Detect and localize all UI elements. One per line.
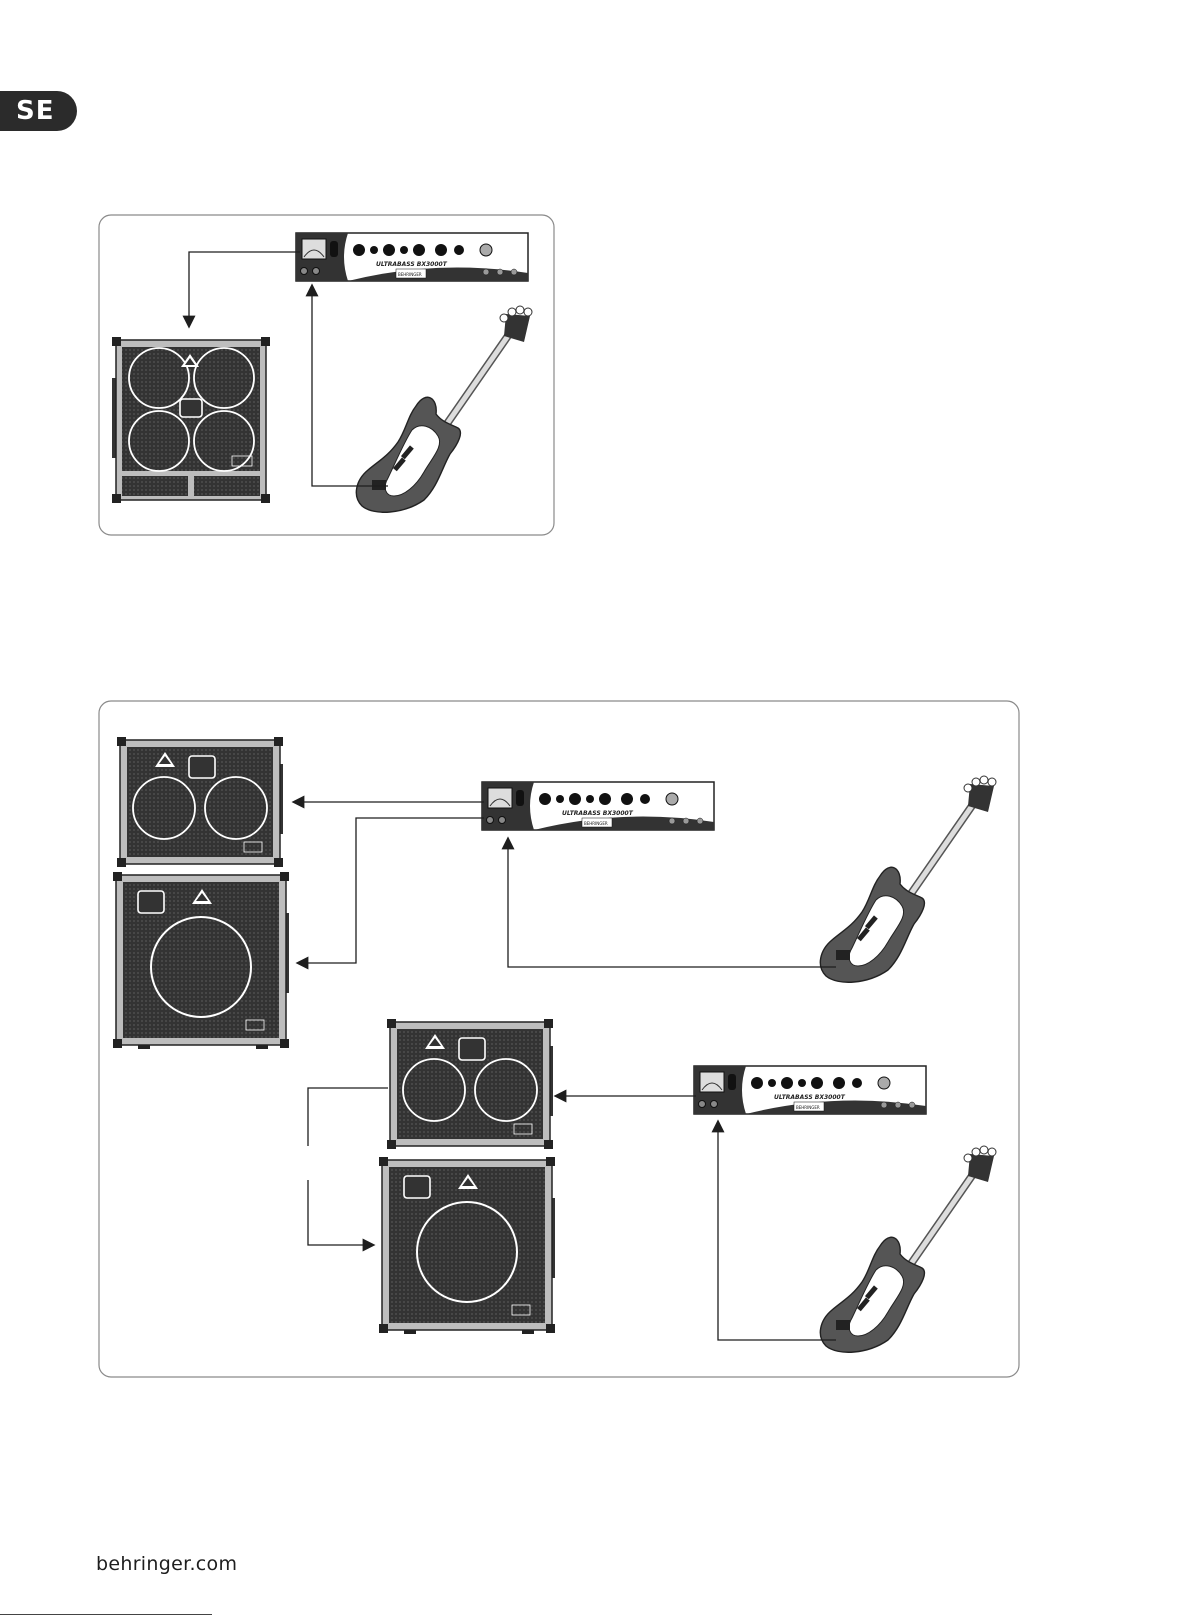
figure-dual-setup: ULTRABASS BX3000T BEHRINGER bbox=[98, 700, 1020, 1378]
svg-text:BEHRINGER: BEHRINGER bbox=[796, 1105, 820, 1110]
speaker-cabinet-4x10 bbox=[112, 337, 270, 503]
language-tab: SE bbox=[0, 91, 77, 131]
svg-text:BEHRINGER: BEHRINGER bbox=[584, 821, 608, 826]
figure-single-setup: ULTRABASS BX3000T BEHRINGER bbox=[98, 214, 555, 536]
amp-head-upper: ULTRABASS BX3000T BEHRINGER bbox=[482, 782, 714, 830]
bass-guitar-upper bbox=[820, 776, 996, 982]
amp-head-lower: ULTRABASS BX3000T BEHRINGER bbox=[694, 1066, 926, 1114]
svg-text:ULTRABASS BX3000T: ULTRABASS BX3000T bbox=[562, 810, 634, 817]
footer-website: behringer.com bbox=[96, 1553, 237, 1575]
amp-head: ULTRABASS BX3000T BEHRINGER bbox=[296, 233, 528, 281]
svg-text:BEHRINGER: BEHRINGER bbox=[398, 272, 422, 277]
speaker-cabinet-2x10-a bbox=[117, 737, 283, 867]
svg-text:ULTRABASS BX3000T: ULTRABASS BX3000T bbox=[774, 1094, 846, 1101]
bass-guitar-lower bbox=[820, 1146, 996, 1352]
svg-text:ULTRABASS BX3000T: ULTRABASS BX3000T bbox=[376, 261, 448, 268]
bass-guitar bbox=[356, 306, 532, 512]
speaker-cabinet-1x15-a bbox=[113, 872, 289, 1049]
speaker-cabinet-2x10-b bbox=[387, 1019, 553, 1149]
footer-rule bbox=[0, 1614, 212, 1615]
speaker-cabinet-1x15-b bbox=[379, 1157, 555, 1334]
